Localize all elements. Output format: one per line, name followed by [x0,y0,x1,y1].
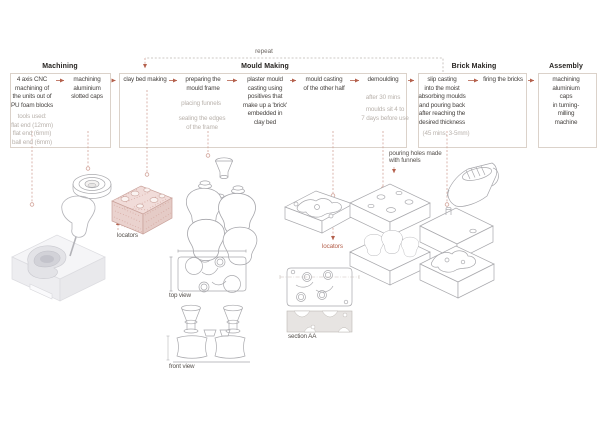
front-view-drawing [166,304,250,363]
step-machining-caps: machining aluminium slotted caps [71,76,103,101]
repeat-loop [143,57,444,72]
note-placing-funnels: placing funnels [181,100,221,107]
note-moulds-sit: moulds sit 4 to 7 days before use [361,106,409,122]
section-title-assembly: Assembly [549,63,583,70]
label-pouring-holes: pouring holes made with funnels [389,150,442,164]
note-45-mins: (45 mins, 3-5mm) [422,130,470,137]
label-locators-clay: locators [117,232,138,239]
slip-casting-illustration [419,162,499,299]
slotted-cap-illustration [72,174,112,199]
section-boxes [10,73,597,148]
cnc-milling-illustration [11,195,106,302]
repeat-label: repeat [253,48,275,55]
note-sealing-edges: sealing the edges of the frame [178,115,226,131]
section-aa-drawing [286,310,353,333]
label-top-view: top view [169,292,191,299]
label-front-view: front view [169,363,195,370]
step-clay-bed-making: clay bed making [123,76,167,83]
label-section-aa: section AA [288,333,317,340]
step-slip-casting: slip casting into the moist absorbing mo… [418,76,466,126]
exploded-mould-illustration [349,183,431,286]
clay-bed-illustration [111,185,173,235]
section-title-brick-making: Brick Making [451,63,497,70]
step-plaster-casting: plaster mould casting using positives th… [242,76,288,126]
step-firing-bricks: firing the bricks [483,76,523,83]
step-cnc-machining: 4 axis CNC machining of the units out of… [11,76,53,109]
step-demoulding: demoulding [367,76,399,83]
label-arrows [116,167,396,241]
section-title-machining: Machining [42,63,78,70]
note-tools-used: tools used: flat end (12mm) flat end (6m… [11,113,53,146]
step-turning-milling: machining aluminium caps in turning- mil… [552,76,580,126]
label-locators-mould: locators [322,243,343,250]
note-after-30-mins: after 30 mins [365,94,401,101]
illustration-connectors [29,90,450,207]
section-title-mould-making: Mould Making [241,63,289,70]
mould-positives-illustration [185,157,258,266]
mould-plan-drawing [279,267,360,307]
step-preparing-frame: preparing the mould frame [185,76,221,92]
clay-bed-mould-illustration [284,190,354,234]
top-view-drawing [169,249,247,293]
step-casting-other-half: mould casting of the other half [303,76,345,92]
